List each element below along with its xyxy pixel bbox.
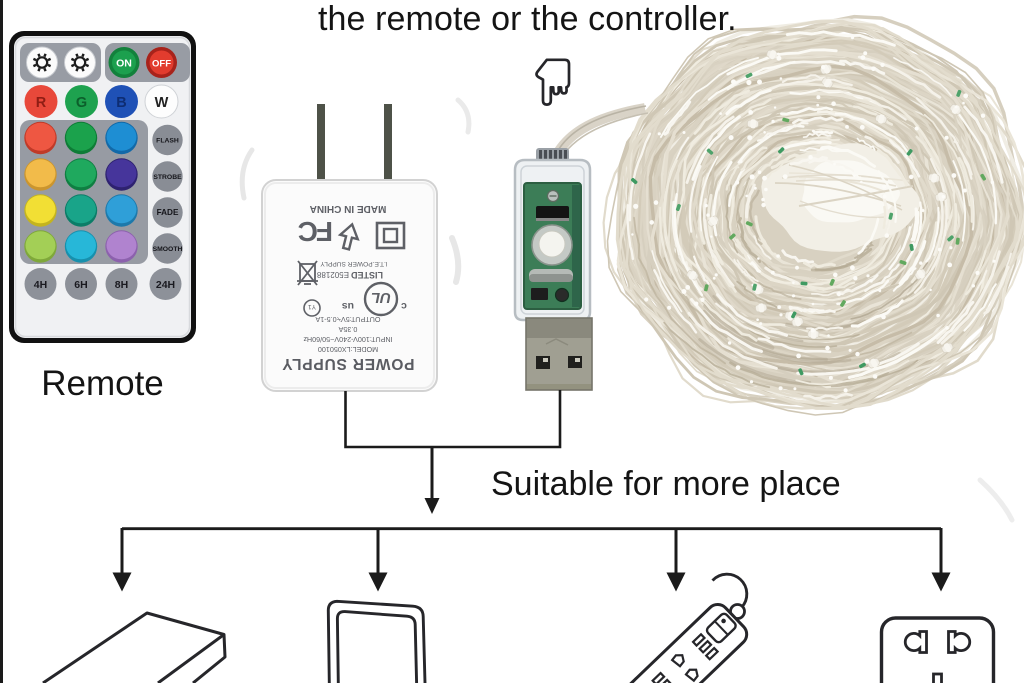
svg-text:POWER SUPPLY: POWER SUPPLY [281, 355, 414, 372]
svg-text:STROBE: STROBE [153, 174, 182, 181]
svg-text:MADE IN CHINA: MADE IN CHINA [310, 203, 387, 214]
svg-text:MODEL:LX050100: MODEL:LX050100 [318, 345, 378, 354]
svg-text:OFF: OFF [152, 58, 171, 69]
svg-text:W: W [155, 95, 169, 111]
svg-text:0.35A: 0.35A [338, 325, 357, 334]
svg-text:SMOOTH: SMOOTH [153, 246, 183, 253]
svg-text:Y1: Y1 [308, 303, 316, 310]
svg-text:6H: 6H [74, 279, 87, 291]
svg-text:FLASH: FLASH [156, 138, 179, 145]
svg-text:E502188: E502188 [316, 270, 349, 279]
svg-text:LISTED: LISTED [350, 270, 383, 280]
svg-text:I.T.E.POWER SUPPLY: I.T.E.POWER SUPPLY [320, 260, 388, 267]
svg-text:R: R [36, 95, 47, 111]
svg-text:INPUT:100V-240V~50/60Hz: INPUT:100V-240V~50/60Hz [303, 335, 393, 344]
svg-text:OUTPUT:5V⍀0.5-1A: OUTPUT:5V⍀0.5-1A [315, 315, 380, 324]
svg-text:FADE: FADE [157, 208, 179, 217]
svg-text:4H: 4H [34, 279, 47, 291]
svg-text:Remote: Remote [41, 364, 164, 403]
svg-text:us: us [342, 300, 354, 312]
svg-text:8H: 8H [115, 279, 128, 291]
svg-text:the remote or the controller.: the remote or the controller. [318, 0, 737, 38]
svg-text:G: G [76, 95, 87, 111]
svg-text:24H: 24H [156, 279, 175, 291]
svg-text:c: c [401, 300, 407, 312]
svg-text:UL: UL [371, 289, 391, 306]
svg-text:FC: FC [298, 216, 333, 247]
svg-text:B: B [116, 95, 126, 111]
svg-text:ON: ON [116, 58, 132, 70]
svg-text:Suitable for more place: Suitable for more place [491, 465, 841, 503]
